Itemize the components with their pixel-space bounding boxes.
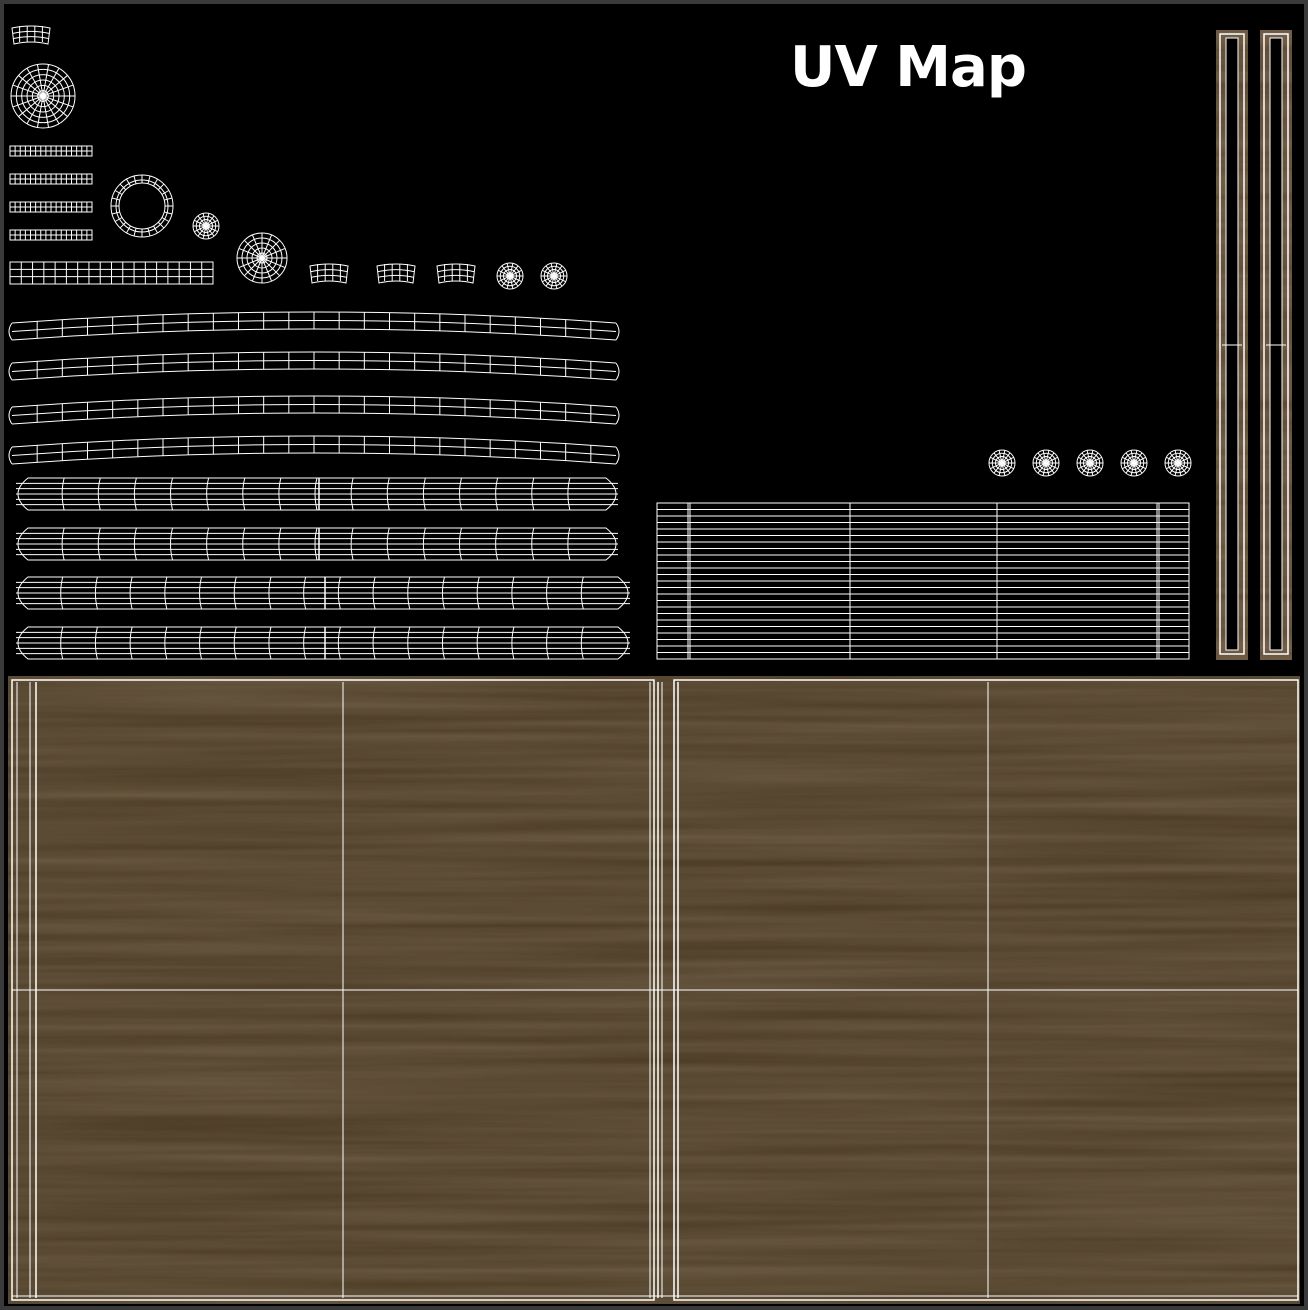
thin-strip-2 bbox=[9, 173, 93, 185]
wood-panels bbox=[8, 676, 1300, 1304]
uv-islands bbox=[8, 25, 1192, 660]
vertical-wood-strips bbox=[1216, 30, 1292, 660]
bulged-band-1 bbox=[16, 477, 618, 511]
thin-strip-3 bbox=[9, 201, 93, 213]
arched-strip-1 bbox=[8, 311, 620, 341]
tiny-disc-2 bbox=[1032, 449, 1060, 477]
curved-patch-1 bbox=[309, 263, 349, 284]
thin-strip-4 bbox=[9, 229, 93, 241]
small-disc-1 bbox=[496, 262, 524, 290]
tiny-disc-3 bbox=[1076, 449, 1104, 477]
tiny-disc-1 bbox=[988, 449, 1016, 477]
vertical-wood-strip-left bbox=[1219, 33, 1245, 655]
arched-strip-3 bbox=[8, 395, 620, 425]
small-radial-disc bbox=[192, 212, 220, 240]
large-radial-disc bbox=[10, 63, 76, 129]
thin-strip-1 bbox=[9, 145, 93, 157]
curved-patch-3 bbox=[436, 263, 476, 284]
medium-radial-disc bbox=[236, 232, 288, 284]
bulged-band-2 bbox=[16, 527, 618, 561]
grid-strip bbox=[9, 261, 214, 285]
tiny-disc-5 bbox=[1164, 449, 1192, 477]
small-curved-patch bbox=[11, 25, 51, 45]
curved-patch-2 bbox=[376, 263, 416, 284]
uv-map-title: UV Map bbox=[790, 35, 1027, 100]
rectangular-grid-block bbox=[656, 502, 1190, 660]
tiny-disc-4 bbox=[1120, 449, 1148, 477]
vertical-wood-strip-right bbox=[1263, 33, 1289, 655]
small-disc-2 bbox=[540, 262, 568, 290]
arched-strip-2 bbox=[8, 351, 620, 381]
arched-strip-4 bbox=[8, 435, 620, 465]
bulged-band-3 bbox=[16, 576, 630, 610]
bulged-band-4 bbox=[16, 626, 630, 660]
ring-disc bbox=[110, 174, 174, 238]
